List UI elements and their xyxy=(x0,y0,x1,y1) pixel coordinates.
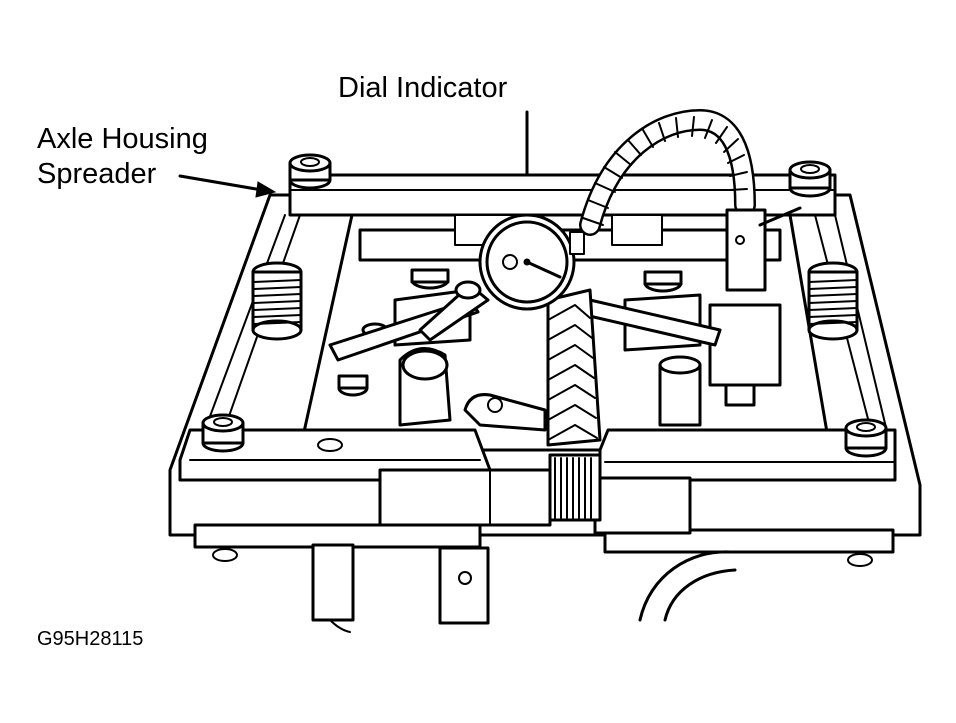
front-right-bolt xyxy=(844,418,888,458)
right-threaded-stud xyxy=(807,261,859,341)
axle-housing-label-line2: Spreader xyxy=(37,158,157,190)
front-left-bolt xyxy=(201,413,245,453)
dial-indicator-gauge xyxy=(418,213,585,342)
carrier-internals xyxy=(328,214,782,447)
center-spindle xyxy=(548,453,602,522)
top-right-bolt xyxy=(788,160,832,198)
left-threaded-stud xyxy=(251,261,303,341)
axle-housing-label-line1: Axle Housing xyxy=(37,123,208,155)
top-left-bolt xyxy=(288,153,332,190)
axle-housing-leader-arrow xyxy=(178,174,277,198)
figure-code: G95H28115 xyxy=(37,628,144,650)
dial-indicator-label: Dial Indicator xyxy=(338,72,508,104)
flexible-magnetic-arm xyxy=(579,109,802,292)
lower-supports xyxy=(212,543,873,633)
